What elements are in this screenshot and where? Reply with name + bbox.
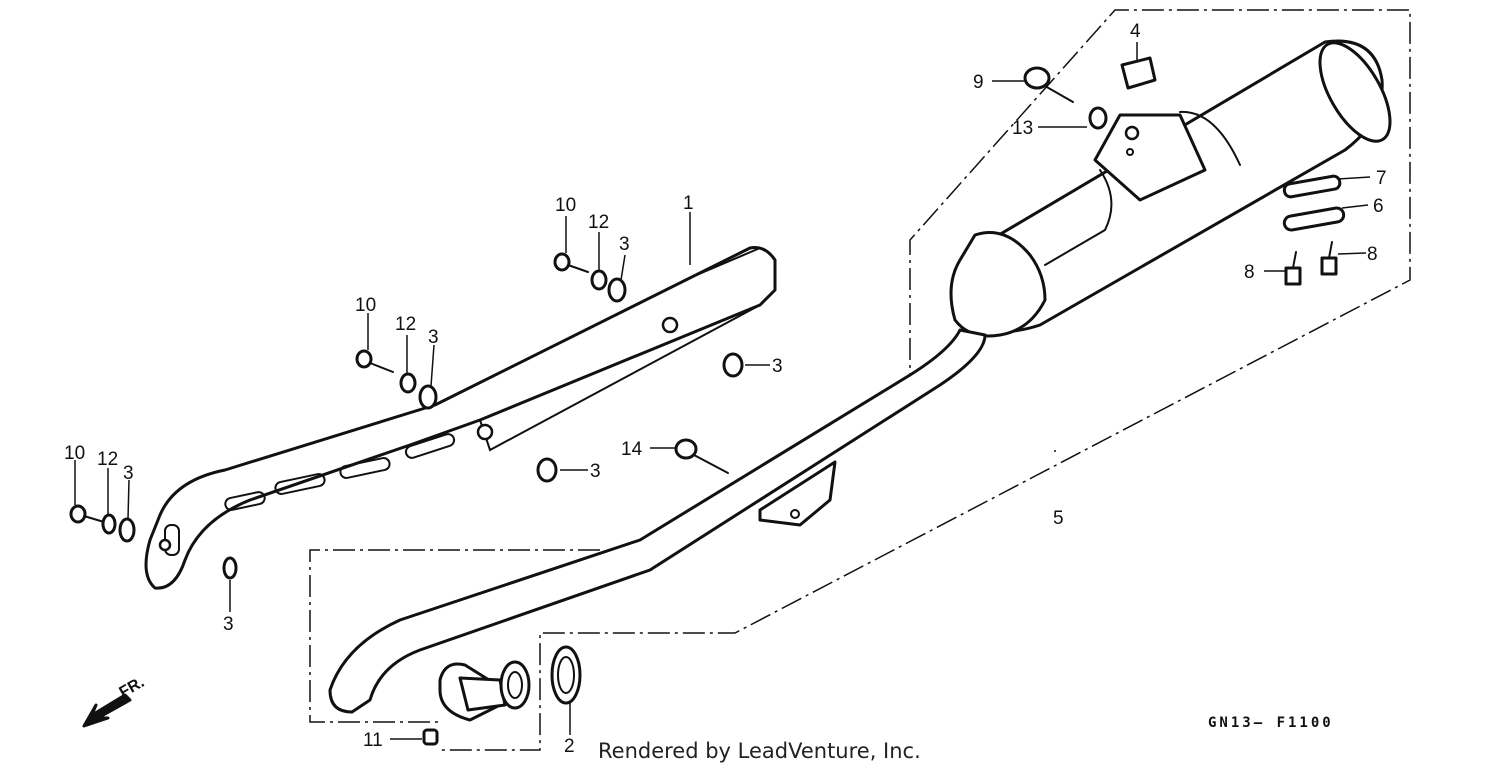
protector-icon[interactable]	[144, 246, 777, 590]
callout-labels: 1 2 3 3 3 3 3 3 4 5 6 7 8 8 9 10 10 10 1…	[64, 21, 1387, 757]
cap-nut-icon[interactable]	[422, 728, 439, 746]
callout-6: 6	[1373, 196, 1384, 217]
callout-3: 3	[619, 234, 630, 255]
diagram-code: GN13– F1100	[1208, 715, 1334, 731]
flange-bolt-14-icon[interactable]	[674, 438, 729, 474]
callout-10: 10	[555, 195, 576, 216]
callout-12: 12	[97, 449, 118, 470]
callout-10: 10	[64, 443, 85, 464]
callout-4: 4	[1130, 21, 1141, 42]
callout-2: 2	[564, 736, 575, 757]
callout-3: 3	[772, 356, 783, 377]
callout-14: 14	[621, 439, 643, 460]
callout-12: 12	[588, 212, 609, 233]
callout-3: 3	[428, 327, 439, 348]
assembly-outline-5	[309, 9, 1411, 751]
callout-1: 1	[683, 193, 694, 214]
muffler-icon[interactable]	[328, 32, 1404, 722]
callout-10: 10	[355, 295, 376, 316]
plain-washer-icon[interactable]	[101, 269, 608, 535]
callout-8: 8	[1367, 244, 1378, 265]
callout-3: 3	[223, 614, 234, 635]
flat-gasket-icon[interactable]	[1282, 174, 1346, 232]
hex-bolt-icon[interactable]	[69, 252, 589, 524]
ring-gasket-icon[interactable]	[550, 645, 582, 705]
callout-7: 7	[1376, 168, 1387, 189]
leader-lines	[74, 42, 1371, 740]
callout-3: 3	[590, 461, 601, 482]
callout-5: 5	[1053, 508, 1064, 529]
callout-12: 12	[395, 314, 416, 335]
flange-nut-icon[interactable]	[118, 277, 744, 580]
callout-11: 11	[363, 730, 383, 751]
callout-8: 8	[1244, 262, 1255, 283]
callout-3: 3	[123, 463, 134, 484]
callout-9: 9	[973, 72, 984, 93]
credit-text: Rendered by LeadVenture, Inc.	[598, 739, 921, 763]
stud-bolt-icon[interactable]	[1284, 241, 1338, 286]
front-direction-icon: FR.	[82, 674, 147, 728]
callout-13: 13	[1012, 118, 1033, 139]
flange-bolt-icon[interactable]	[1023, 66, 1108, 130]
rubber-pad-icon[interactable]	[1120, 56, 1157, 90]
